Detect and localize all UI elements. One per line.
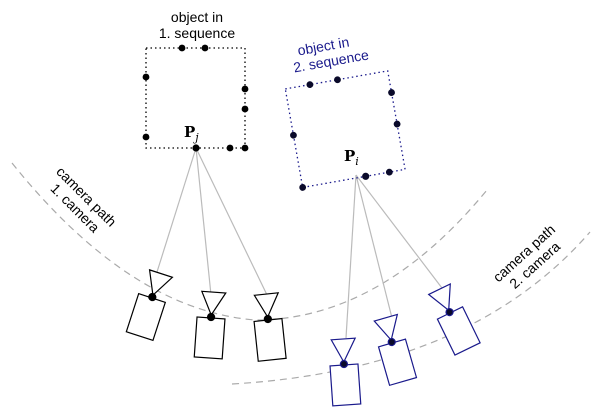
rays-sequence-2 xyxy=(345,174,446,339)
camera-1b xyxy=(193,290,227,360)
object-sequence-1 xyxy=(142,44,249,152)
camera-path-1-arc xyxy=(11,162,488,321)
object-sequence-2 xyxy=(284,70,406,191)
camera-path-2-arc xyxy=(231,231,591,385)
camera-2b xyxy=(373,313,418,387)
camera-2a xyxy=(329,337,362,407)
camera-1a xyxy=(125,269,174,342)
object-1-label-line2: 1. sequence xyxy=(159,25,235,41)
point-p-j-label: Pj xyxy=(184,123,199,144)
point-p-j xyxy=(192,144,200,152)
camera-2c xyxy=(427,282,481,356)
rays-sequence-1 xyxy=(156,147,269,298)
camera-1c xyxy=(253,292,287,362)
point-p-i xyxy=(362,172,370,180)
object-1-label-line1: object in xyxy=(171,9,223,25)
point-p-i-label: Pi xyxy=(344,147,359,168)
